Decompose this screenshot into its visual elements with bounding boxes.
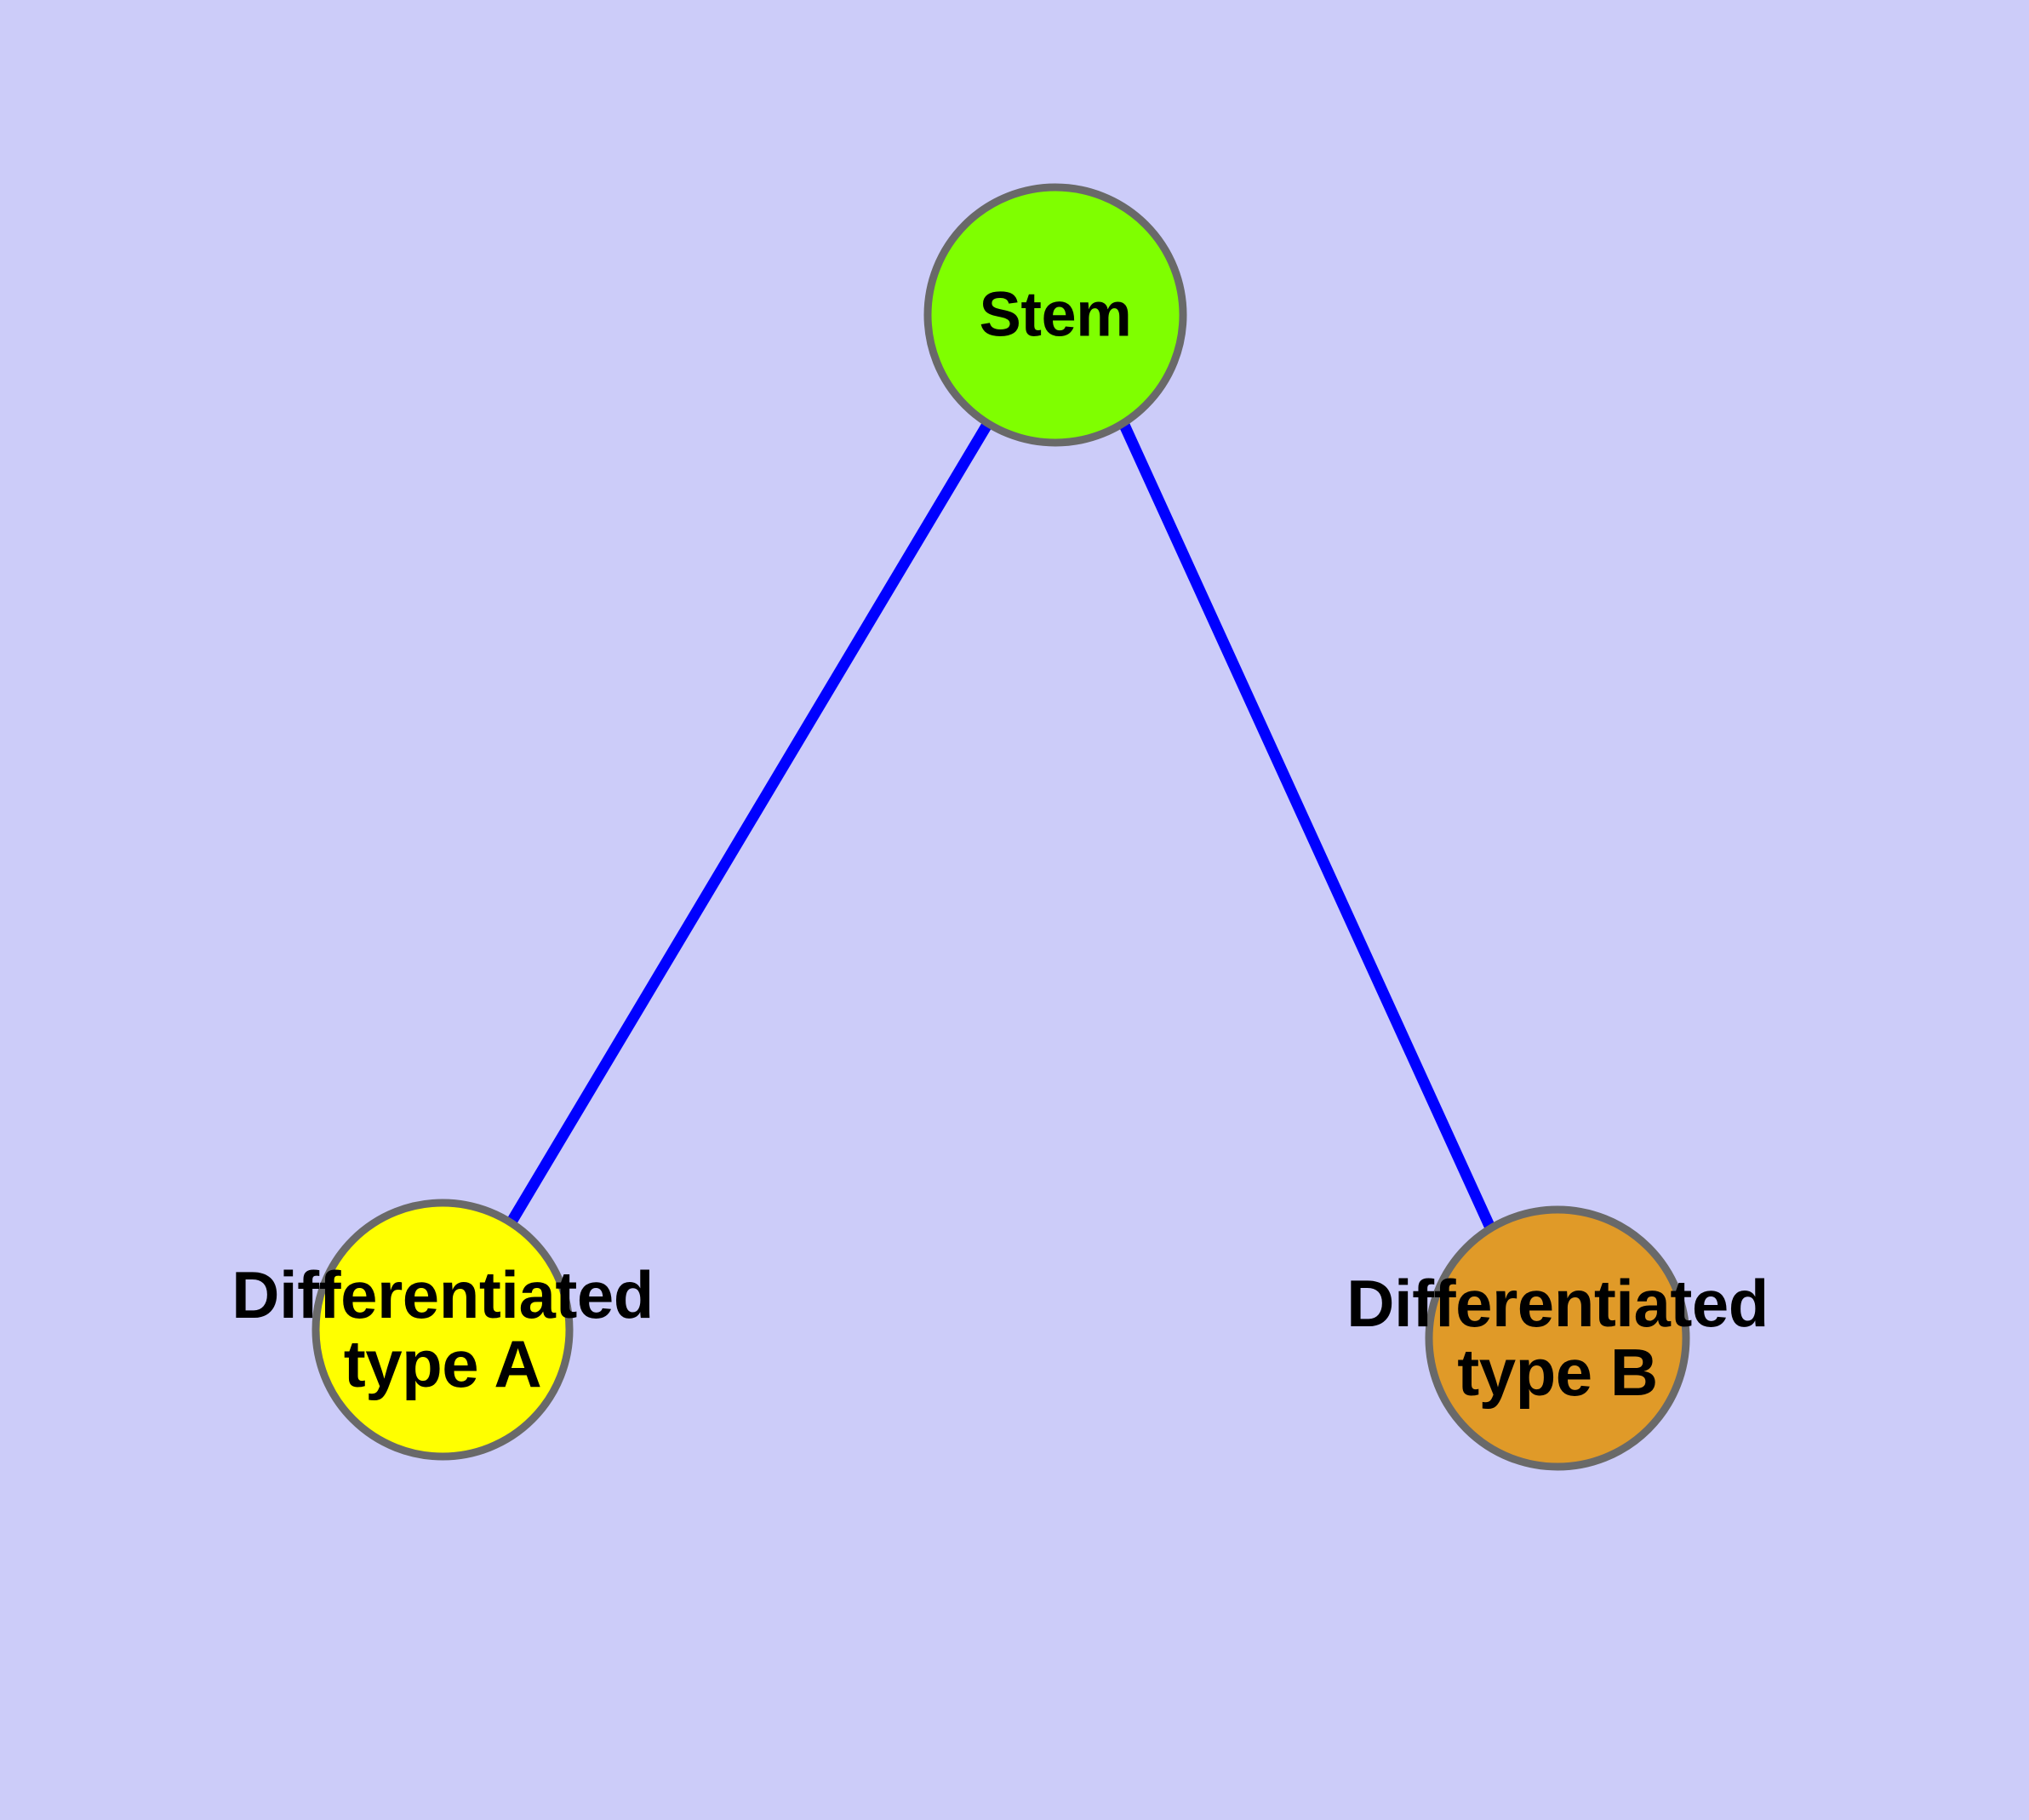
node-differentiated-type-b[interactable] xyxy=(1425,1205,1690,1471)
edge-stem-to-differentiated-type-a[interactable] xyxy=(506,420,993,1227)
edges-group xyxy=(506,420,1495,1228)
node-stem[interactable] xyxy=(923,183,1187,447)
nodes-group xyxy=(311,183,1690,1471)
edge-stem-to-differentiated-type-b[interactable] xyxy=(1118,421,1495,1228)
node-differentiated-type-a[interactable] xyxy=(311,1199,574,1461)
